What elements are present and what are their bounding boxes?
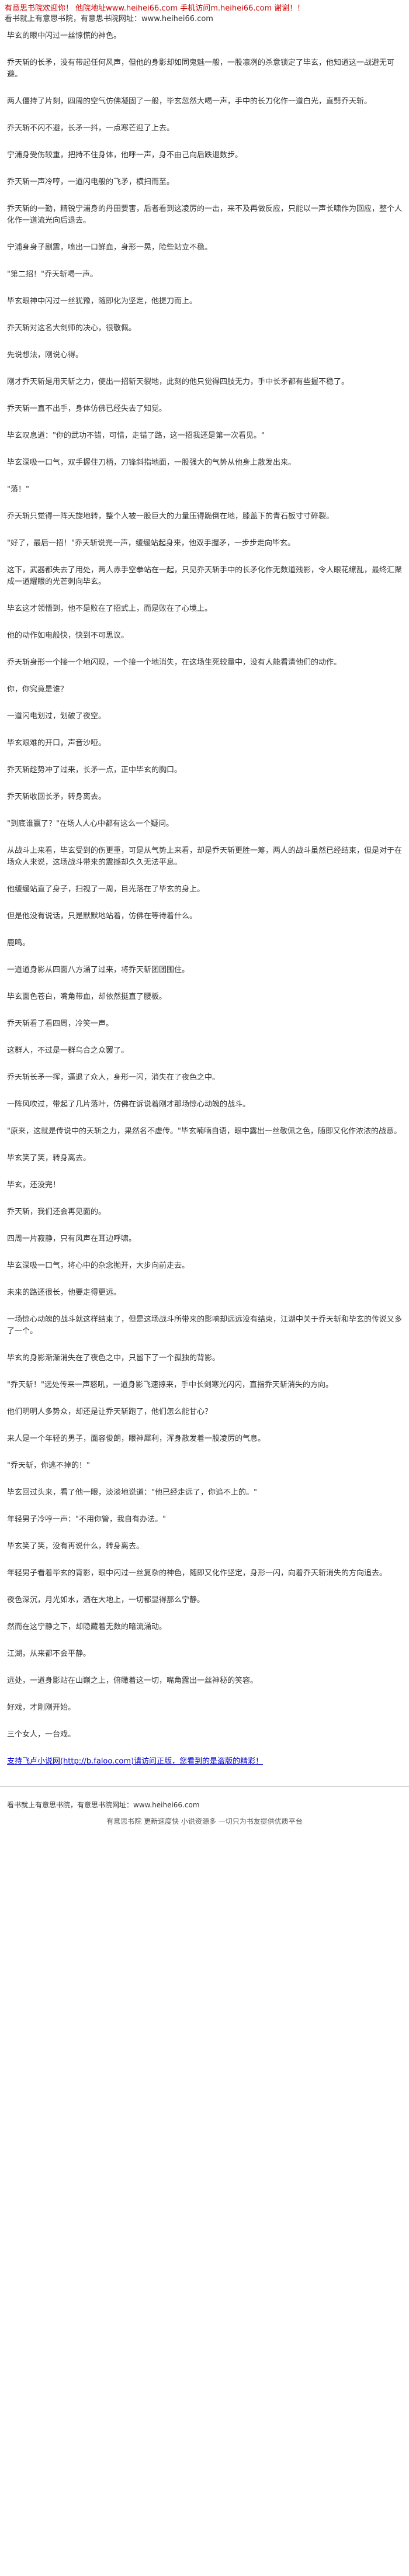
header-line-1: 有意思书院欢迎你！ 他院地址www.heihei66.com 手机访问m.hei… bbox=[5, 4, 305, 13]
paragraph: 一阵风吹过，带起了几片落叶，仿佛在诉说着刚才那场惊心动魄的战斗。 bbox=[7, 1100, 251, 1109]
paragraph: 这下，武器都失去了用处，两人赤手空拳站在一起，只见乔天斩手中的长矛化作无数道残影… bbox=[7, 566, 403, 586]
paragraph: 毕玄眼神中闪过一丝犹豫，随即化为坚定，他提刀而上。 bbox=[7, 297, 197, 306]
paragraph: 宁浦身受伤较重，把持不住身体，他呼一声，身不由己向后跌退数步。 bbox=[7, 151, 243, 160]
paragraph: 毕玄深吸一口气，将心中的杂念抛开，大步向前走去。 bbox=[7, 1261, 190, 1270]
paragraph: 一场惊心动魄的战斗就这样结束了，但是这场战斗所带来的影响却远远没有结束，江湖中关… bbox=[7, 1315, 403, 1336]
paragraph: 他缓缓站直了身子，扫视了一周，目光落在了毕玄的身上。 bbox=[7, 885, 205, 894]
paragraph: 乔天斩的长矛，没有带起任何风声，但他的身影却如同鬼魅一般，一股凛冽的杀意锁定了毕… bbox=[7, 58, 395, 79]
paragraph: 毕玄叹息道："你的武功不错，可惜，走错了路，这一招我还是第一次看见。" bbox=[7, 431, 265, 440]
paragraph: 毕玄这才领悟到，他不是败在了招式上，而是败在了心境上。 bbox=[7, 604, 213, 613]
paragraph: 四周一片寂静，只有风声在耳边呼啸。 bbox=[7, 1235, 137, 1243]
paragraph: 毕玄笑了笑，转身离去。 bbox=[7, 1154, 91, 1163]
paragraph: 乔天斩，我们还会再见面的。 bbox=[7, 1208, 106, 1216]
paragraph: 鹿鸣。 bbox=[7, 939, 30, 948]
paragraph: 江湖，从来都不会平静。 bbox=[7, 1650, 91, 1658]
paragraph: 毕玄回过头来，看了他一眼，淡淡地说道："他已经走远了，你追不上的。" bbox=[7, 1488, 257, 1497]
paragraph: "第二招！"乔天斩喝一声。 bbox=[7, 270, 98, 279]
footer-line-2: 有意思书院 更新速度快 小说资源多 一切只为书友提供优质平台 bbox=[106, 1817, 303, 1825]
paragraph: 乔天斩长矛一挥，逼退了众人，身形一闪，消失在了夜色之中。 bbox=[7, 1073, 220, 1082]
paragraph: 他的动作如电般快，快到不可思议。 bbox=[7, 631, 129, 640]
paragraph: 未来的路还很长，他要走得更远。 bbox=[7, 1288, 122, 1297]
paragraph: 毕玄笑了笑，没有再说什么，转身离去。 bbox=[7, 1542, 144, 1551]
site-footer: 看书就上有意思书院，有意思书院网址：www.heihei66.com 有意思书院… bbox=[0, 1795, 409, 1836]
paragraph: 毕玄，还没完！ bbox=[7, 1181, 61, 1190]
support-link[interactable]: 支持飞卢小说网(http://b.faloo.com)请访问正版，您看到的是盗版… bbox=[7, 1757, 264, 1766]
paragraph: 刚才乔天斩是用天斩之力，使出一招斩天裂地，此刻的他只觉得四肢无力，手中长矛都有些… bbox=[7, 378, 349, 386]
paragraph: 远处，一道身影站在山巅之上，俯瞰着这一切，嘴角露出一丝神秘的笑容。 bbox=[7, 1676, 258, 1685]
page: 有意思书院欢迎你！ 他院地址www.heihei66.com 手机访问m.hei… bbox=[0, 0, 409, 1836]
paragraph: 乔天斩不闪不避，长矛一抖，一点寒芒迎了上去。 bbox=[7, 124, 175, 133]
paragraph: "原来，这就是传说中的天斩之力，果然名不虚传。"毕玄喃喃自语，眼中露出一丝敬佩之… bbox=[7, 1127, 401, 1136]
paragraph: 年轻男子冷哼一声："不用你管，我自有办法。" bbox=[7, 1515, 166, 1524]
paragraph: 乔天斩一直不出手，身体仿佛已经失去了知觉。 bbox=[7, 404, 167, 413]
paragraph: "到底谁赢了？"在场人人心中都有这么一个疑问。 bbox=[7, 820, 174, 828]
paragraph: 好戏，才刚刚开始。 bbox=[7, 1703, 76, 1712]
paragraph: 夜色深沉，月光如水，洒在大地上，一切都显得那么宁静。 bbox=[7, 1596, 205, 1605]
paragraph: 他们明明人多势众，却还是让乔天斩跑了，他们怎么能甘心？ bbox=[7, 1408, 213, 1416]
paragraph: 毕玄的身影渐渐消失在了夜色之中，只留下了一个孤独的背影。 bbox=[7, 1354, 220, 1363]
paragraph: 一道道身影从四面八方涌了过来，将乔天斩团团围住。 bbox=[7, 966, 190, 974]
site-header: 有意思书院欢迎你！ 他院地址www.heihei66.com 手机访问m.hei… bbox=[0, 0, 409, 27]
paragraph: 你，你究竟是谁？ bbox=[7, 685, 68, 694]
paragraph: "乔天斩，你逃不掉的！" bbox=[7, 1461, 90, 1470]
paragraph: 乔天斩看了看四周，冷笑一声。 bbox=[7, 1019, 114, 1028]
paragraph: 乔天斩只觉得一阵天旋地转，整个人被一股巨大的力量压得跪倒在地，膝盖下的青石板寸寸… bbox=[7, 512, 334, 521]
paragraph: 这群人，不过是一群乌合之众罢了。 bbox=[7, 1046, 129, 1055]
paragraph: 乔天斩对这名大剑师的决心，很敬佩。 bbox=[7, 324, 137, 333]
paragraph: 乔天斩收回长矛，转身离去。 bbox=[7, 793, 106, 801]
paragraph: 但是他没有说话，只是默默地站着，仿佛在等待着什么。 bbox=[7, 912, 197, 921]
paragraph: 先说想法，刚说心得。 bbox=[7, 351, 84, 359]
paragraph: 毕玄的眼中闪过一丝惊慌的神色。 bbox=[7, 32, 122, 40]
paragraph: 毕玄深吸一口气，双手握住刀柄，刀锋斜指地面，一股强大的气势从他身上散发出来。 bbox=[7, 458, 296, 467]
paragraph: 乔天斩趁势冲了过来，长矛一点，正中毕玄的胸口。 bbox=[7, 766, 182, 774]
paragraph: 毕玄面色苍白，嘴角带血，却依然挺直了腰板。 bbox=[7, 993, 167, 1001]
paragraph: 两人僵持了片刻，四周的空气仿佛凝固了一般，毕玄忽然大喝一声，手中的长刀化作一道白… bbox=[7, 97, 372, 106]
paragraph: 从战斗上来看，毕玄受到的伤更重，可是从气势上来看，却是乔天斩更胜一筹，两人的战斗… bbox=[7, 846, 403, 867]
paragraph: "落！" bbox=[7, 485, 29, 494]
paragraph: 毕玄艰难的开口，声音沙哑。 bbox=[7, 739, 106, 748]
paragraph: "好了，最后一招！"乔天斩说完一声，缓缓站起身来，他双手握矛，一步步走向毕玄。 bbox=[7, 539, 295, 548]
paragraph: 然而在这宁静之下，却隐藏着无数的暗流涌动。 bbox=[7, 1623, 167, 1631]
chapter-content: 毕玄的眼中闪过一丝惊慌的神色。 乔天斩的长矛，没有带起任何风声，但他的身影却如同… bbox=[0, 27, 409, 1778]
paragraph: 三个女人，一台戏。 bbox=[7, 1730, 76, 1739]
divider bbox=[0, 1786, 409, 1787]
support-notice: 支持飞卢小说网(http://b.faloo.com)请访问正版，您看到的是盗版… bbox=[5, 1756, 404, 1768]
footer-line-1: 看书就上有意思书院，有意思书院网址：www.heihei66.com bbox=[7, 1801, 200, 1809]
header-line-2: 看书就上有意思书院，有意思书院网址：www.heihei66.com bbox=[5, 15, 213, 23]
paragraph: 乔天斩身形一个接一个地闪现，一个接一个地消失，在这场生死较量中，没有人能看清他们… bbox=[7, 658, 342, 667]
paragraph: 一道闪电划过，划破了夜空。 bbox=[7, 712, 106, 721]
paragraph: 乔天斩一声冷哼，一道闪电般的飞矛，横扫而至。 bbox=[7, 178, 175, 186]
paragraph: 宁浦身身子剧震，喷出一口鲜血，身形一晃，险些站立不稳。 bbox=[7, 243, 213, 252]
paragraph: 乔天斩的一勤，精锐宁浦身的丹田要害，后者看到这凌厉的一击，来不及再做反应，只能以… bbox=[7, 205, 403, 225]
paragraph: 年轻男子看着毕玄的背影，眼中闪过一丝复杂的神色，随即又化作坚定，身形一闪，向着乔… bbox=[7, 1569, 387, 1578]
paragraph: 来人是一个年轻的男子，面容俊朗，眼神犀利，浑身散发着一股凌厉的气息。 bbox=[7, 1434, 266, 1443]
paragraph: "乔天斩！"远处传来一声怒吼，一道身影飞速掠来，手中长剑寒光闪闪，直指乔天斩消失… bbox=[7, 1381, 333, 1389]
